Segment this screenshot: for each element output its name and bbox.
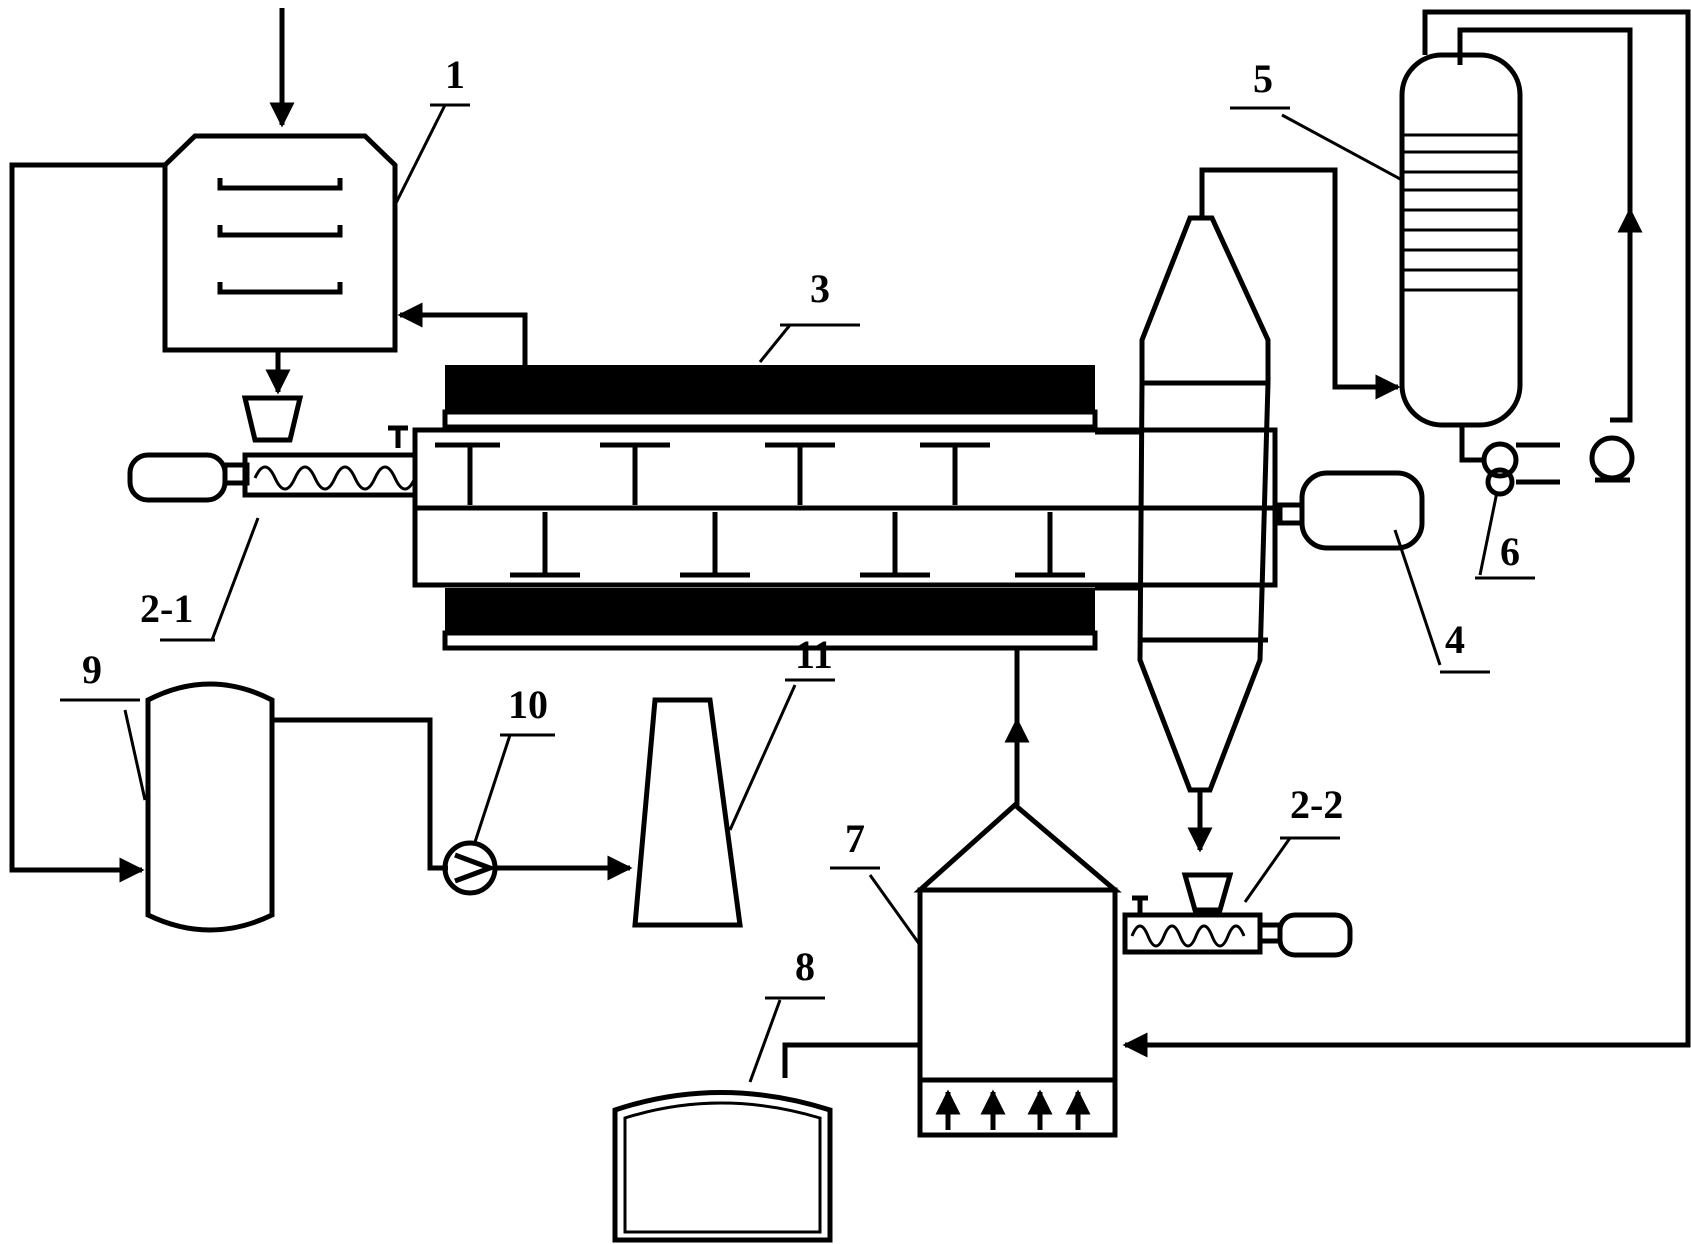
combustor (913, 801, 1122, 1138)
label-char-bin: 8 (795, 944, 815, 989)
screw-feeder-inlet (127, 395, 418, 503)
circulation-pump (1589, 435, 1635, 483)
label-gas-tank: 9 (82, 647, 102, 692)
label-condenser: 5 (1253, 56, 1273, 101)
oil-pump (1459, 425, 1560, 497)
gas-holder-tank (145, 681, 275, 933)
label-reactor: 3 (810, 266, 830, 311)
char-line (782, 1042, 920, 1078)
exhaust-to-tank-line (9, 162, 165, 883)
screw-feeder-outlet (1122, 872, 1353, 958)
reactor-motor (1277, 470, 1425, 551)
gas-return-line (1122, 9, 1691, 1058)
char-storage-bin (612, 1090, 833, 1243)
label-pump-6: 6 (1500, 529, 1520, 574)
pyrolysis-reactor (412, 365, 1280, 651)
condenser-column (1399, 52, 1523, 428)
label-feeder-inlet: 2-1 (140, 586, 193, 631)
vapor-line (1199, 167, 1401, 400)
cyclone-separator (1095, 215, 1271, 793)
leader-lines (60, 103, 1535, 1083)
exhaust-blower (442, 840, 498, 896)
label-combustor: 7 (845, 816, 865, 861)
label-motor: 4 (1445, 617, 1465, 662)
label-feeder-outlet: 2-2 (1290, 782, 1343, 827)
dryer-vessel (162, 133, 398, 353)
exhaust-stack (632, 697, 743, 928)
label-stack: 11 (795, 632, 833, 677)
label-dryer: 1 (445, 52, 465, 97)
label-blower: 10 (508, 682, 548, 727)
reactor-to-dryer-line (397, 302, 528, 365)
